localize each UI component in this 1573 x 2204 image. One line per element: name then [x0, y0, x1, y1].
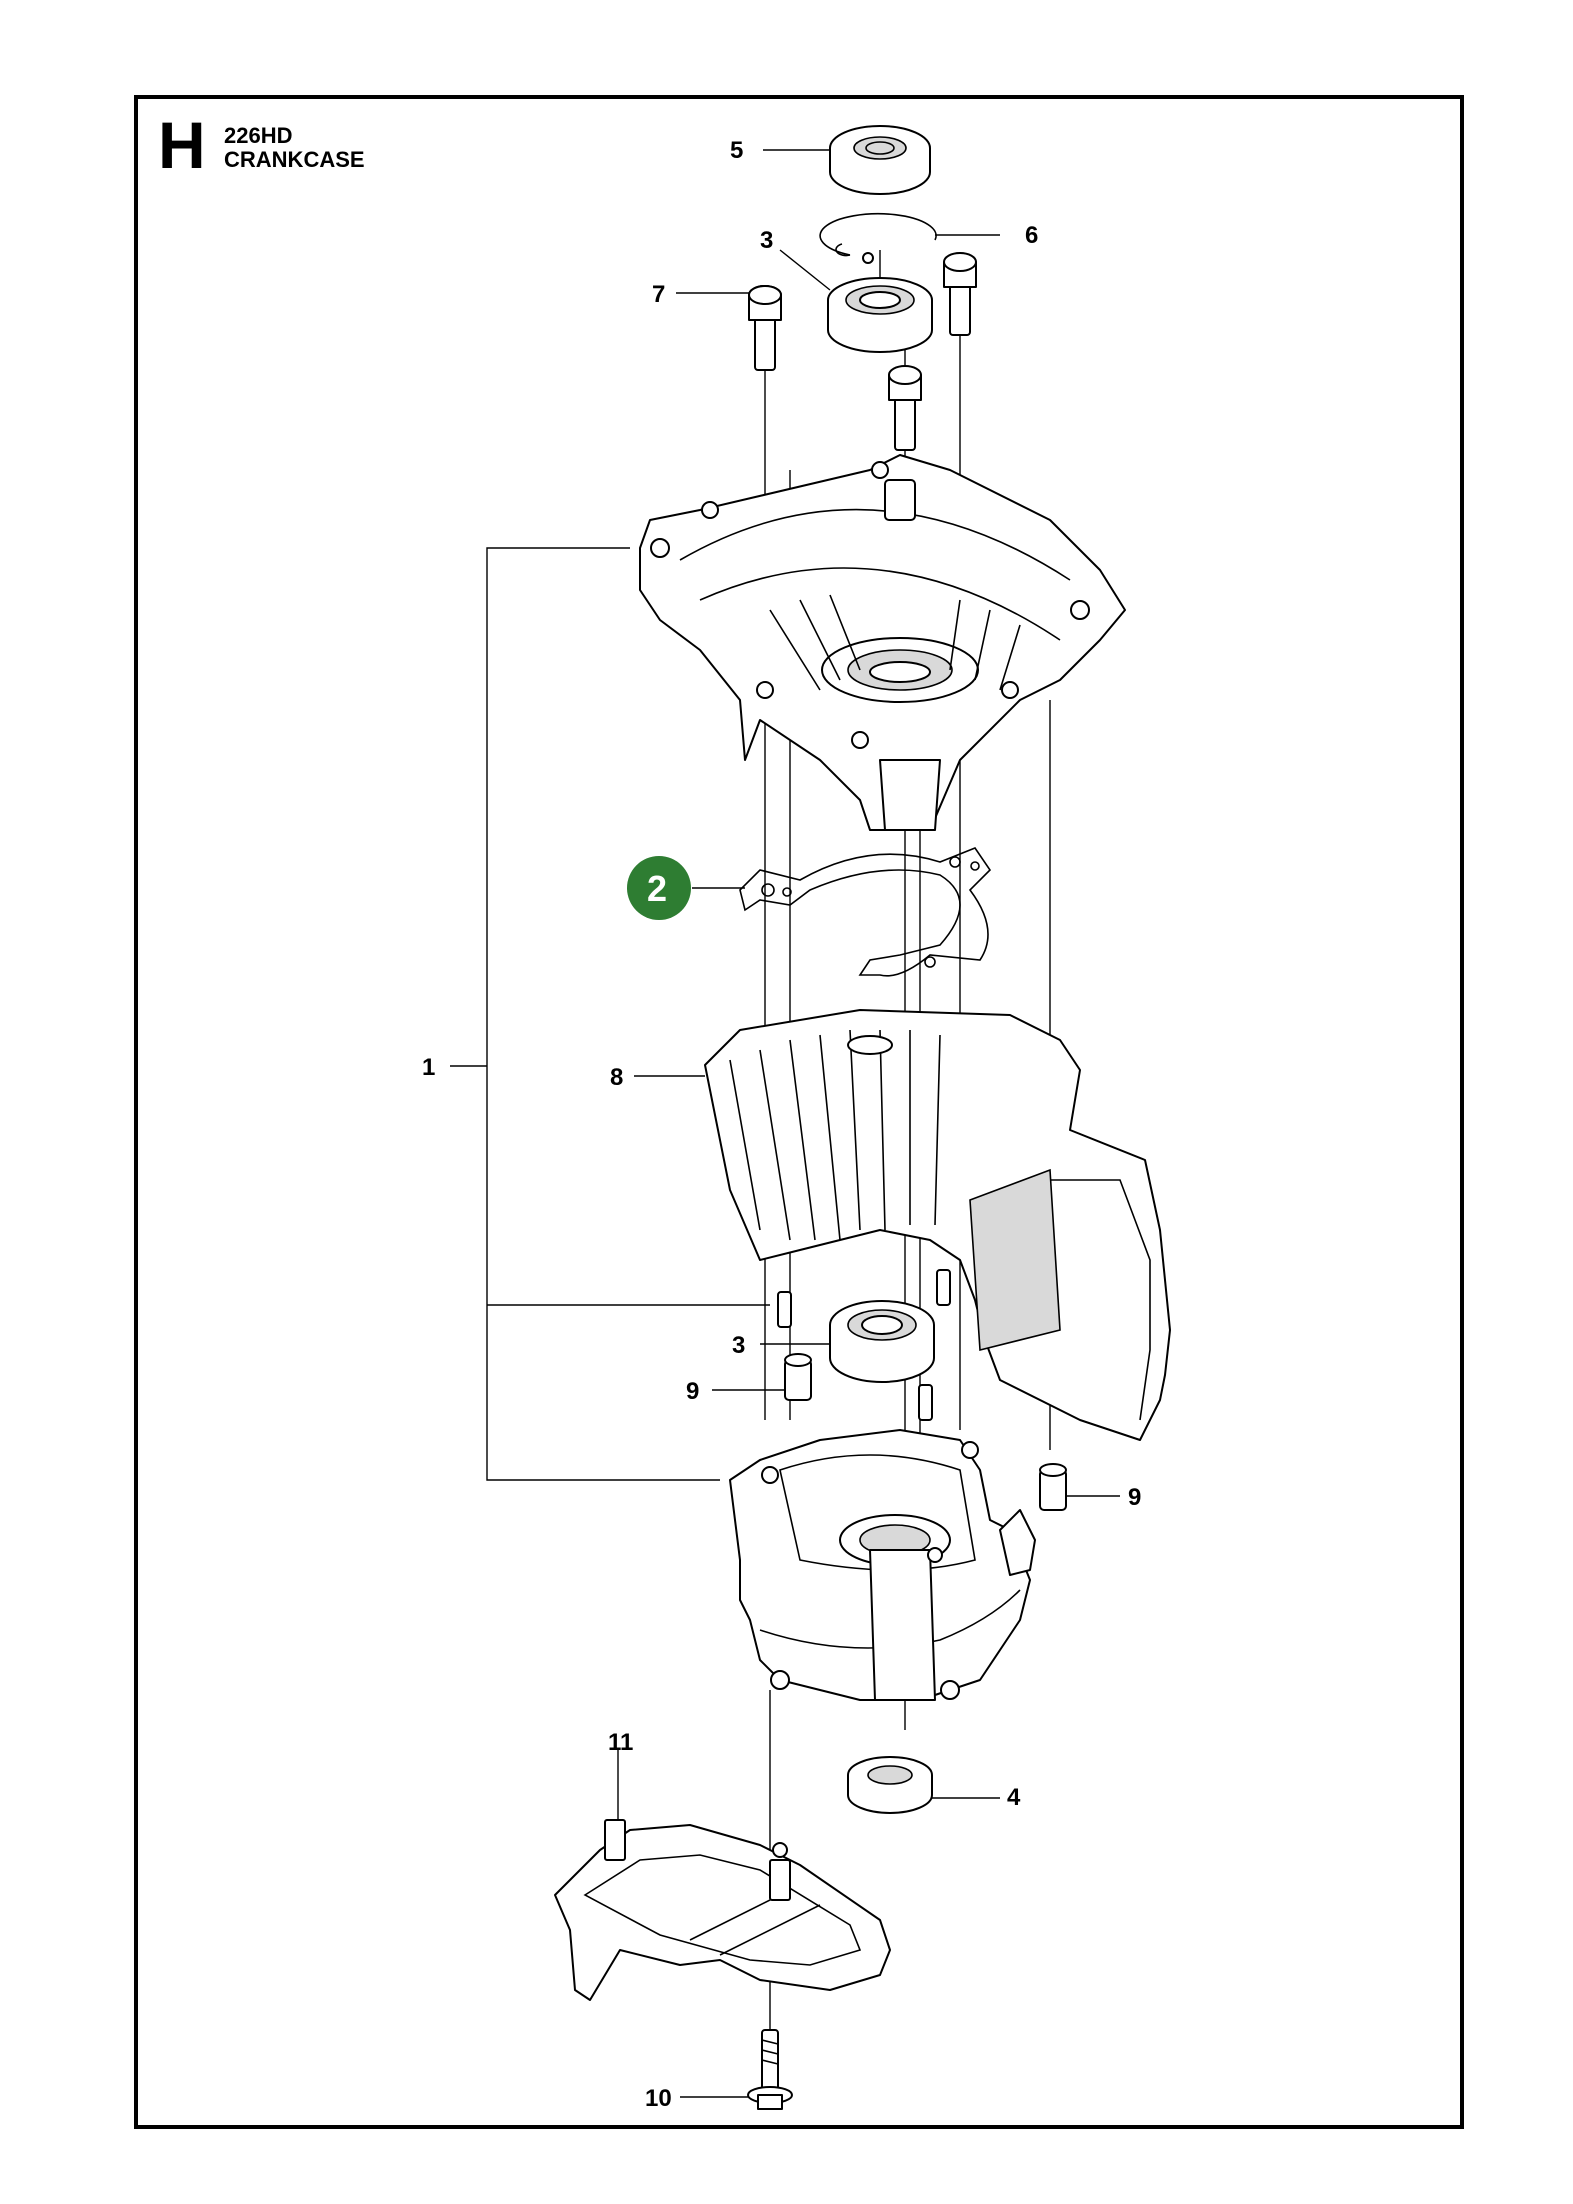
callout-9-left: 9 — [686, 1378, 699, 1405]
diagram-title: CRANKCASE — [224, 147, 365, 172]
part-upper-crankcase — [639, 454, 1126, 831]
callout-8: 8 — [610, 1064, 623, 1091]
part-2-gasket — [692, 847, 992, 977]
section-letter: H — [158, 108, 206, 182]
callout-9-right: 9 — [1128, 1484, 1141, 1511]
part-6-circlip — [819, 212, 1000, 264]
callout-6: 6 — [1025, 222, 1038, 249]
part-11-cover — [554, 1819, 891, 2001]
diagram-frame — [134, 95, 1464, 2129]
part-8-shroud — [634, 1009, 1171, 1441]
model-name: 226HD — [224, 123, 293, 148]
callout-1: 1 — [422, 1054, 435, 1081]
part-9-screws — [712, 1353, 1120, 1511]
callout-5: 5 — [730, 137, 743, 164]
callout-10: 10 — [645, 2085, 672, 2112]
part-5-seal — [763, 125, 931, 195]
part-7-screws — [676, 252, 977, 451]
part-4-seal — [847, 1756, 1000, 1814]
part-10-screw — [680, 2029, 793, 2110]
callout-7: 7 — [652, 281, 665, 308]
part-3-bearing-upper — [779, 249, 933, 353]
alignment-pins — [777, 1269, 951, 1421]
callout-2-highlight — [627, 856, 691, 920]
callout-2: 2 — [647, 868, 667, 909]
callout-11: 11 — [608, 1729, 633, 1756]
callout-4: 4 — [1007, 1784, 1021, 1811]
callout-3-upper: 3 — [760, 227, 773, 254]
part-lower-crankcase — [729, 1429, 1036, 1701]
part-3-bearing-lower — [760, 1300, 935, 1383]
callout-3-lower: 3 — [732, 1332, 745, 1359]
callout-bracket-1 — [450, 547, 770, 1481]
